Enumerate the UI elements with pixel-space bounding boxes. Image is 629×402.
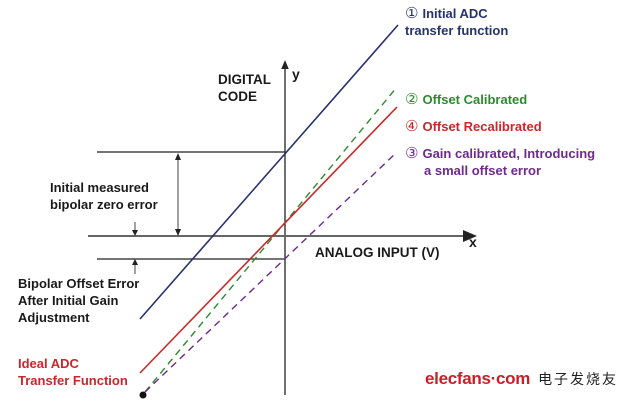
offset-error-label-line2: After Initial Gain [18, 293, 119, 308]
y-axis-title-line1: DIGITAL [218, 72, 271, 87]
legend-number-3: ③ [405, 145, 419, 162]
legend-gain-calibrated-line2: a small offset error [424, 163, 542, 178]
initial-error-label: Initial measured bipolar zero error [50, 179, 158, 213]
legend-number-1: ① [405, 5, 419, 22]
watermark-brand: elecfans·com [425, 369, 531, 388]
offset-recalibrated-line [139, 106, 398, 374]
offset-error-label-line3: Adjustment [18, 310, 90, 325]
y-axis-title: DIGITAL CODE [218, 71, 271, 105]
y-axis-symbol: y [292, 66, 300, 82]
ideal-adc-label: Ideal ADC Transfer Function [18, 355, 128, 389]
x-axis-title: ANALOG INPUT (V) [315, 245, 440, 260]
initial-error-label-line1: Initial measured [50, 180, 149, 195]
legend-number-4: ④ [405, 118, 419, 135]
initial-adc-line [139, 24, 399, 320]
legend-offset-recalibrated-text: Offset Recalibrated [422, 119, 542, 134]
gain-calibrated-line [144, 151, 398, 393]
legend-initial-adc-line2: transfer function [405, 23, 509, 38]
legend-number-2: ② [405, 91, 419, 108]
ideal-adc-label-line2: Transfer Function [18, 373, 128, 388]
offset-error-label-line1: Bipolar Offset Error [18, 276, 140, 291]
legend-offset-calibrated-text: Offset Calibrated [422, 92, 528, 107]
watermark: elecfans·com 电子发烧友 [425, 369, 618, 389]
x-axis-symbol: x [469, 234, 477, 250]
offset-error-label: Bipolar Offset Error After Initial Gain … [18, 275, 139, 326]
ideal-adc-label-line1: Ideal ADC [18, 356, 79, 371]
y-axis-title-line2: CODE [218, 89, 258, 104]
legend-gain-calibrated-line1: Gain calibrated, Introducing [422, 146, 596, 161]
watermark-chinese: 电子发烧友 [538, 371, 619, 387]
offset-calibrated-line [144, 86, 398, 393]
start-point-dot [139, 391, 147, 399]
initial-error-label-line2: bipolar zero error [50, 197, 158, 212]
legend-initial-adc-line1: Initial ADC [422, 6, 488, 21]
